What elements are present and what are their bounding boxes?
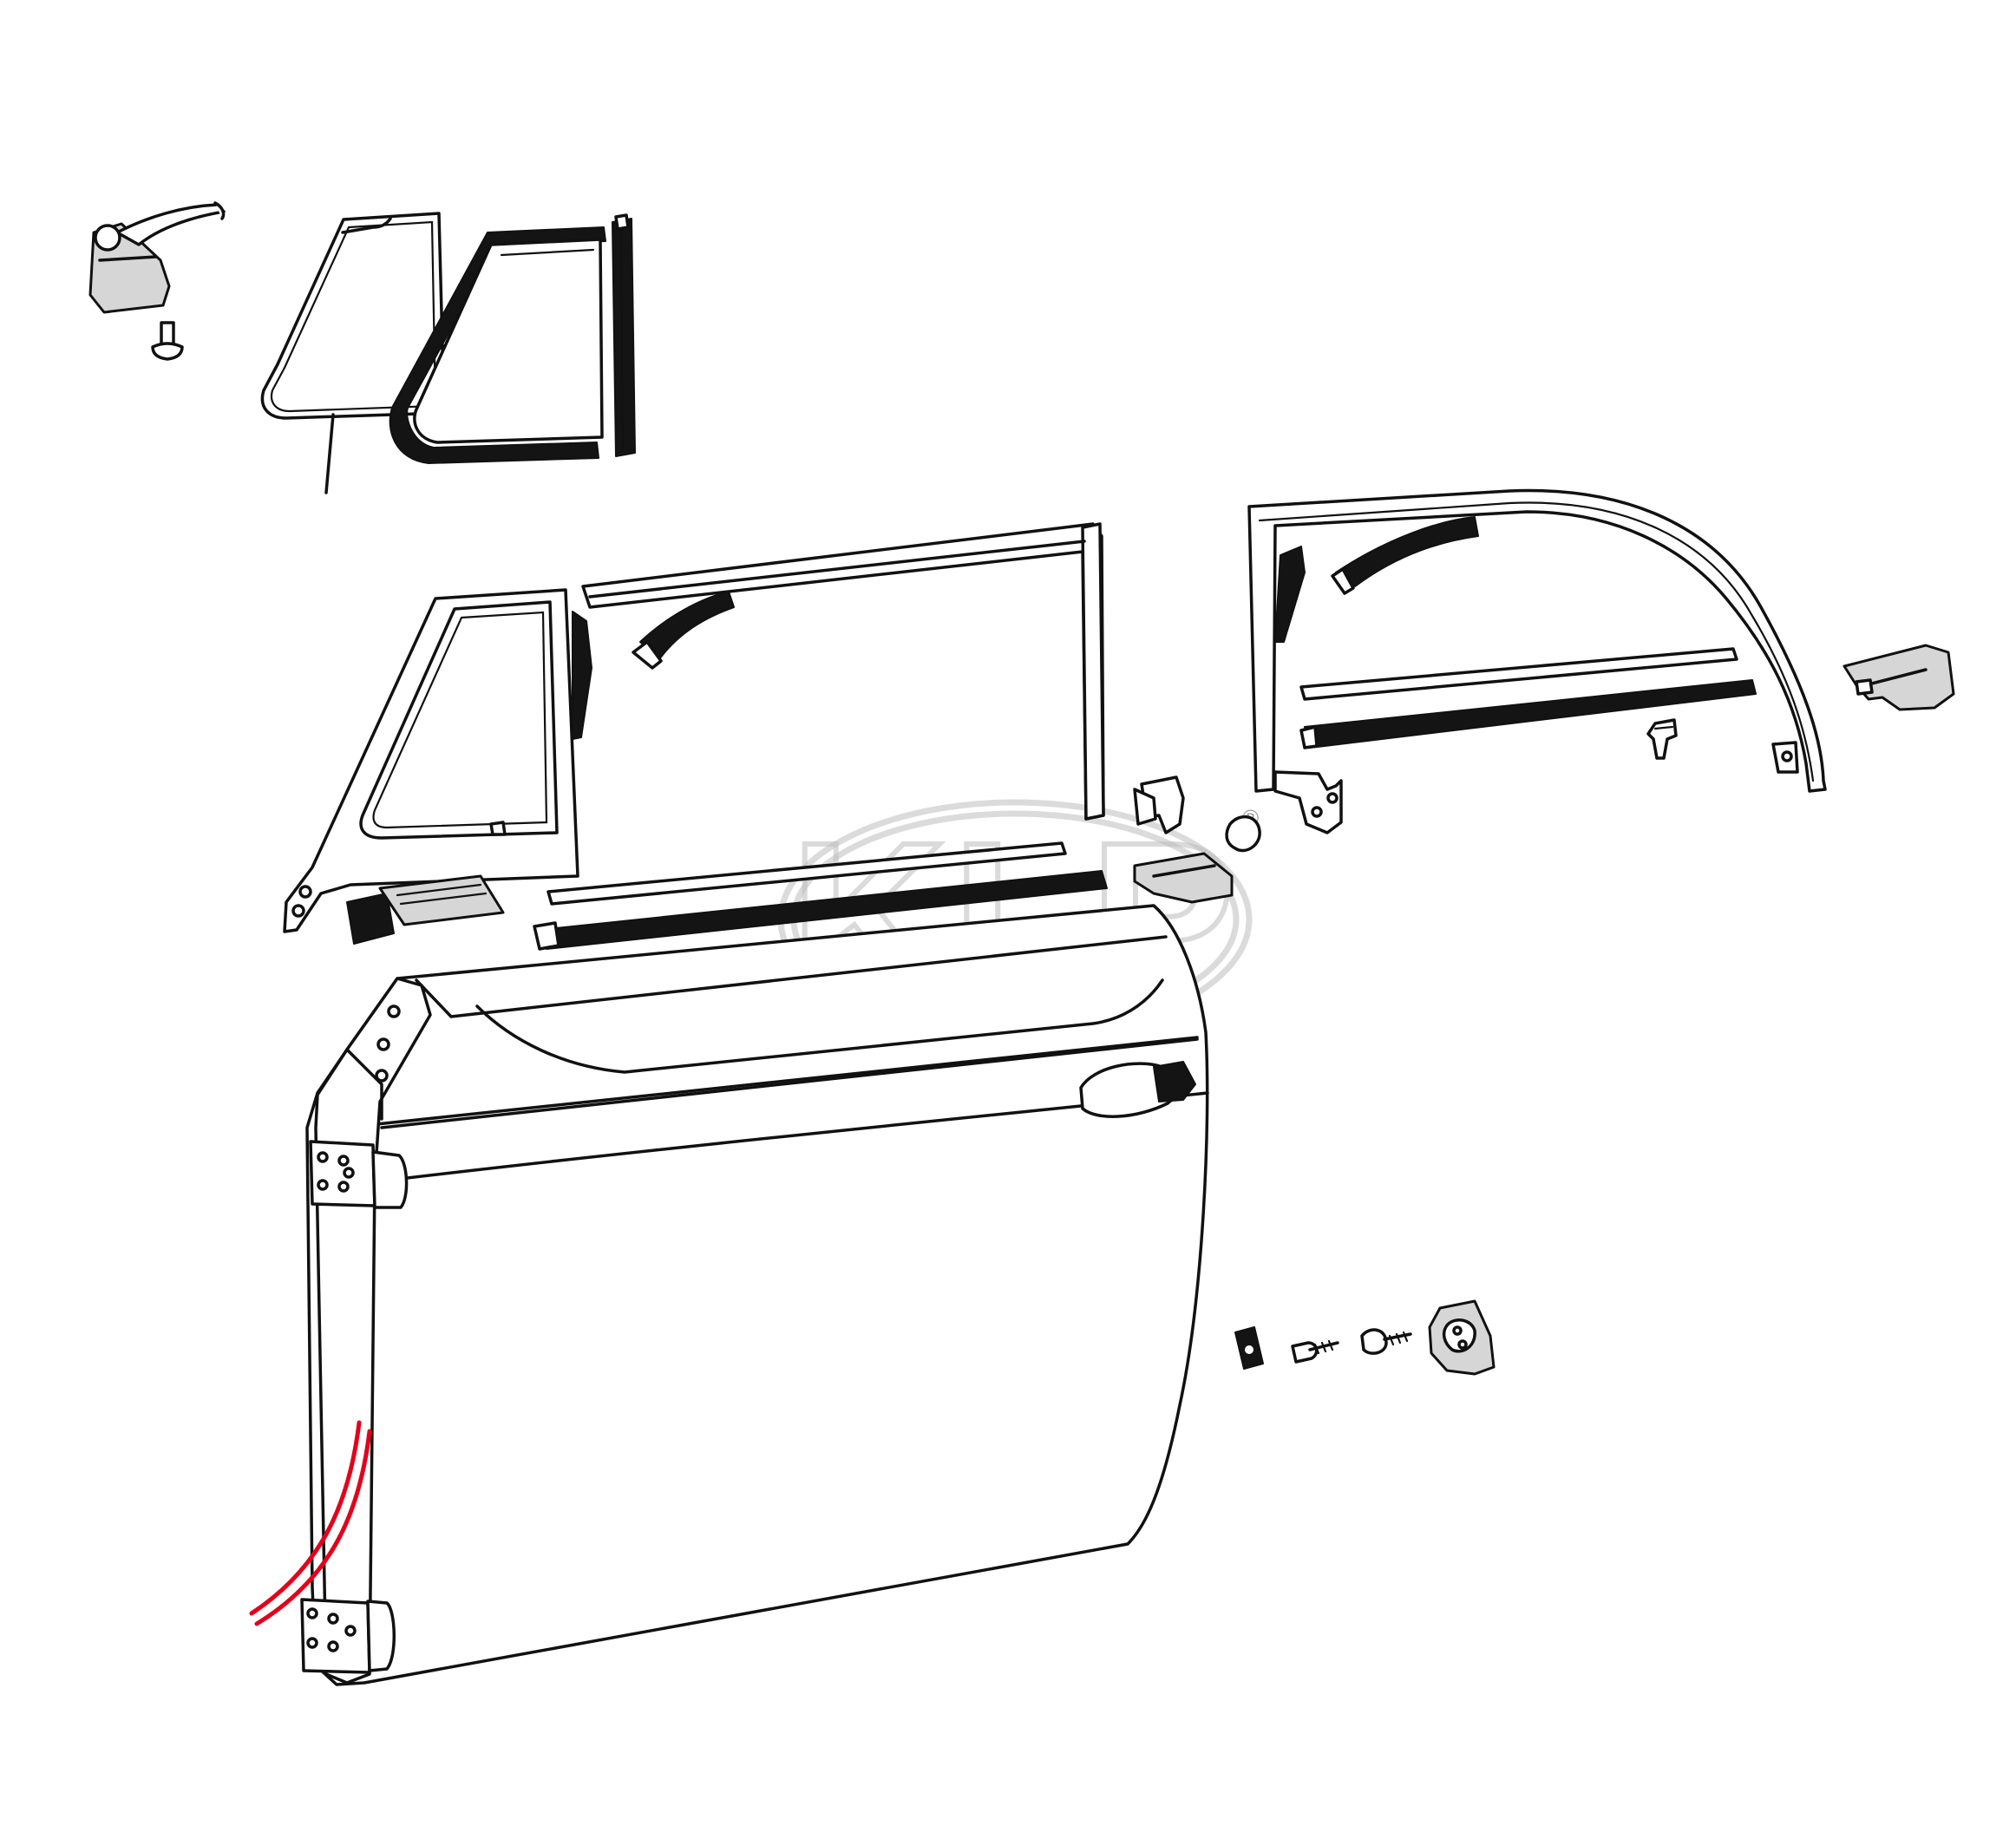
window-channel-clip — [1133, 852, 1234, 904]
door-striker-plate — [1428, 1299, 1496, 1376]
vent-window-seal — [389, 226, 606, 464]
vent-window-handle — [88, 201, 226, 314]
door-handle-recess — [1079, 1061, 1196, 1118]
upper-door-hinge — [309, 1140, 409, 1209]
phillips-screw — [1291, 1339, 1339, 1364]
vent-wing-frame — [283, 588, 592, 933]
front-frame-seal-grey — [378, 874, 505, 926]
channel-end-bracket — [1843, 644, 1955, 711]
frame-stop-plug — [1225, 815, 1261, 853]
outer-window-sill-strip — [547, 841, 1067, 906]
striker-spacer-plate — [1234, 1326, 1264, 1370]
strip-retaining-clip — [1646, 718, 1678, 760]
window-guide-bracket — [1133, 775, 1185, 834]
handle-rivet — [151, 321, 184, 361]
oval-head-screw — [1360, 1328, 1412, 1355]
inner-window-sill-strip — [533, 870, 1108, 951]
vent-window-glass — [260, 212, 446, 494]
lower-door-hinge — [300, 1598, 396, 1674]
door-hinge-pillar-seal — [249, 1420, 372, 1626]
front-frame-seal-black — [346, 893, 395, 945]
window-frame-channel — [581, 522, 1105, 821]
vent-frame-vertical-seal — [612, 213, 636, 457]
door-shell — [305, 904, 1209, 1686]
rear-inner-window-strip — [1299, 679, 1757, 749]
curved-window-frame — [1247, 488, 1827, 834]
rear-outer-window-strip — [1299, 647, 1738, 701]
